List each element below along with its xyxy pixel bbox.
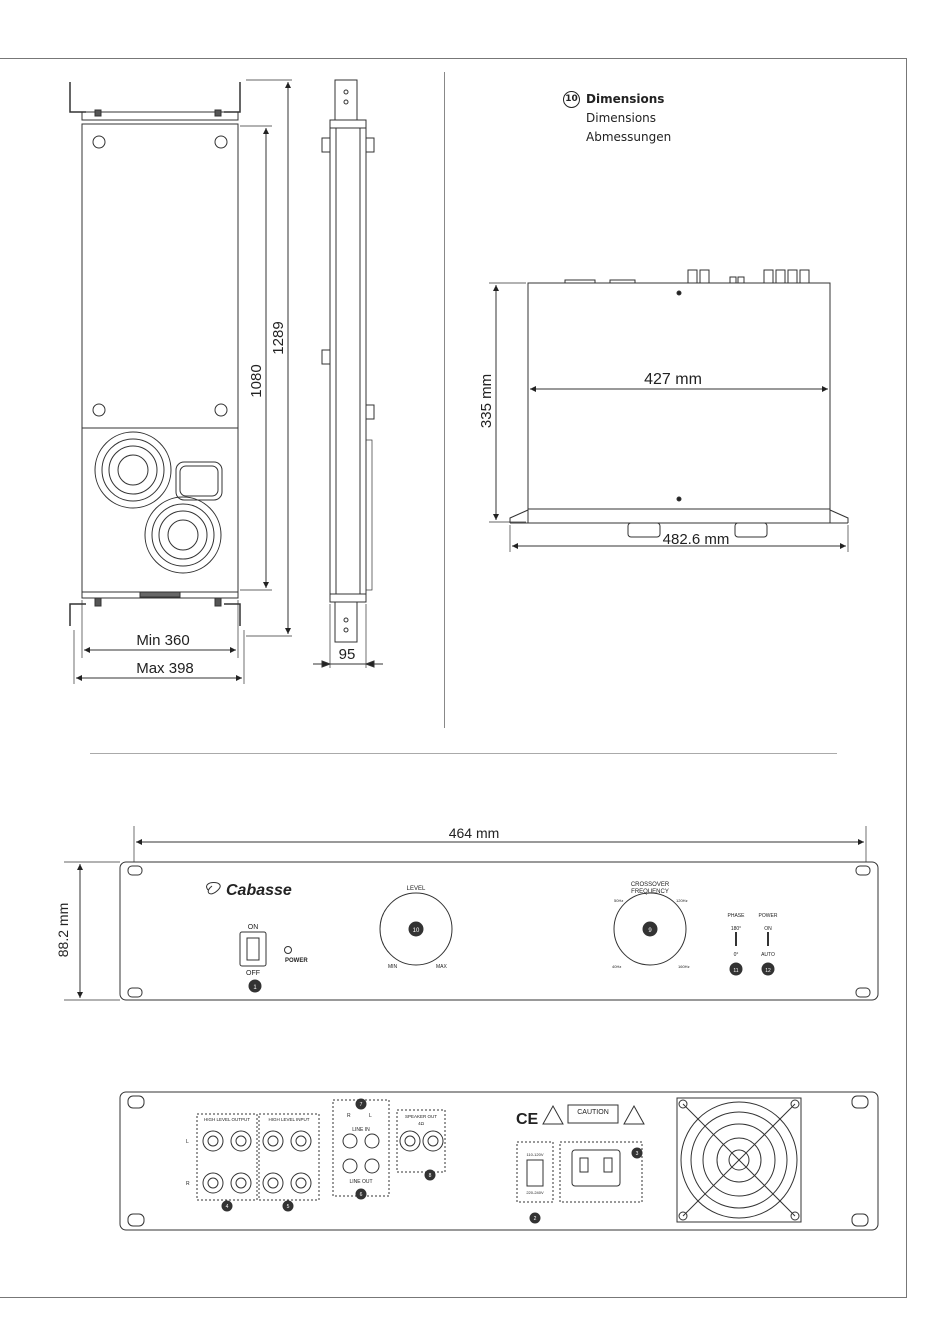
voltage-110-label: 110-120V [526,1152,543,1157]
callout-8: 8 [429,1173,432,1179]
top-view-drawing [489,269,849,552]
toggle-switches-icon [735,932,769,946]
warning-triangle-icon [623,1104,645,1125]
callout-4: 4 [226,1204,229,1210]
callout-6: 6 [360,1192,363,1198]
power-switch-icon [239,931,267,967]
power-led-label: POWER [285,958,308,964]
callout-1: 1 [253,985,257,991]
dim-top-depth: 335 mm [478,374,495,428]
line-in-l-label: L [369,1113,372,1119]
callout-2: 2 [534,1216,537,1222]
switch-on-label: ON [248,924,259,931]
woofer-bottom-icon [144,496,222,574]
freq-160-label: 160Hz [678,964,690,969]
section-title: Dimensions [586,92,665,106]
side-view-drawing [313,79,383,668]
freq-40-label: 40Hz [612,964,621,969]
dim-top-rack: 482.6 mm [663,531,730,548]
speaker-impedance-label: 4Ω [418,1121,425,1126]
level-max-label: MAX [436,964,448,970]
line-in-label: LINE IN [352,1127,370,1133]
channel-l-label: L [186,1139,189,1145]
cooling-fan-icon [676,1097,802,1223]
line-in-r-label: R [347,1113,351,1119]
crossover-knob-icon [613,892,687,966]
rca-jacks-icon [342,1133,380,1174]
dim-front-height: 88.2 mm [55,903,71,957]
section-subtitle-de: Abmessungen [586,130,672,144]
auto-power-auto-label: AUTO [761,952,775,958]
binding-posts-icon [202,1130,312,1194]
callout-5: 5 [287,1204,290,1210]
level-knob-icon [379,892,453,966]
freq-50-label: 50Hz [614,898,623,903]
screw-icon [94,109,222,117]
front-view-drawing [69,79,292,684]
caution-label: CAUTION [577,1109,609,1116]
dim-height-outer: 1289 [270,321,287,354]
dim-width-max: Max 398 [136,660,194,677]
power-inlet-icon [571,1149,621,1187]
horizontal-divider [90,753,837,754]
dim-width-min: Min 360 [136,632,189,649]
callout-10: 10 [413,928,420,934]
ce-mark: CE [516,1111,539,1128]
auto-power-on-label: ON [764,926,772,932]
page-frame [0,58,907,1298]
level-min-label: MIN [388,964,398,970]
callout-12: 12 [765,968,771,974]
crossover-label-2: FREQUENCY [631,889,669,895]
voltage-220-label: 220-240V [526,1190,544,1195]
brand-logo-text: Cabasse [226,882,292,899]
dim-top-width: 427 mm [644,371,702,388]
speaker-out-label: SPEAKER OUT [405,1114,437,1119]
phase-0-label: 0° [734,952,739,958]
top-view-terminals-icon [564,269,810,284]
callout-11: 11 [733,968,738,974]
brand-logo-icon [206,882,221,895]
woofer-top-icon [94,431,172,509]
section-number-badge: 10 [563,91,580,108]
front-panel-drawing [64,826,879,1001]
dim-depth-side: 95 [339,646,356,663]
high-level-output-label: HIGH LEVEL OUTPUT [204,1117,250,1122]
port-icon [175,461,223,501]
crossover-label-1: CROSSOVER [631,882,670,888]
auto-power-label: POWER [759,913,778,919]
dim-front-width: 464 mm [449,825,500,841]
vertical-divider [444,72,445,728]
high-level-input-label: HIGH LEVEL INPUT [268,1117,309,1122]
level-label: LEVEL [407,886,426,892]
section-subtitle-fr: Dimensions [586,111,657,125]
callout-7: 7 [360,1102,363,1108]
freq-120-label: 120Hz [676,898,688,903]
line-out-label: LINE OUT [349,1179,372,1185]
channel-r-label: R [186,1181,190,1187]
rear-panel-drawing [119,1091,879,1231]
callout-3: 3 [636,1151,639,1157]
dim-height-inner: 1080 [248,364,265,397]
phase-label: PHASE [728,913,746,919]
switch-off-label: OFF [246,970,260,977]
callout-9: 9 [648,928,652,934]
phase-180-label: 180° [731,926,741,932]
